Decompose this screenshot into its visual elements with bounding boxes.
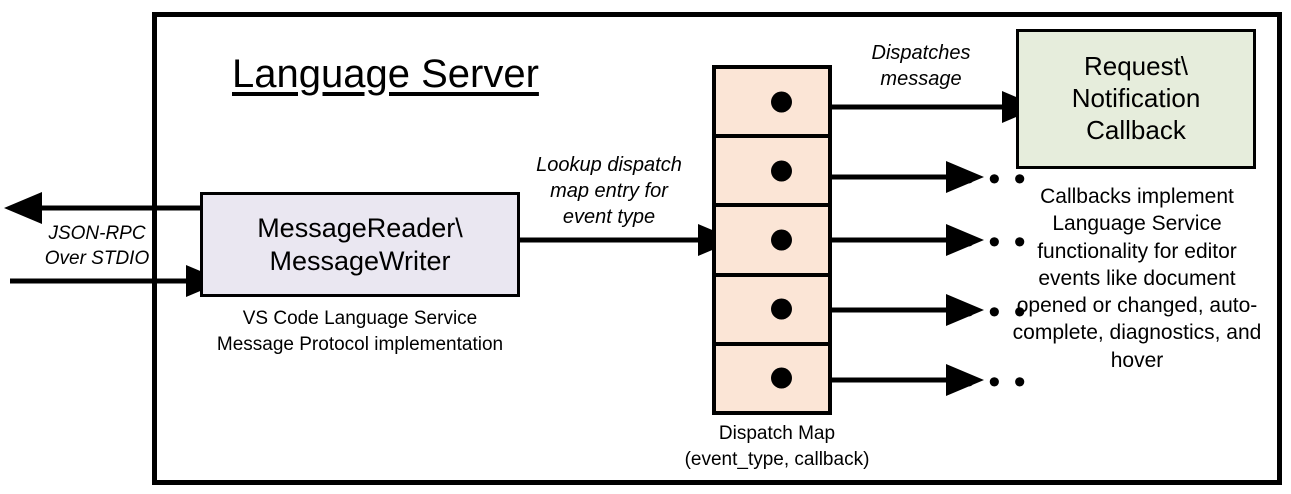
callback-dot-icon	[771, 160, 792, 182]
message-reader-writer-box[interactable]: MessageReader\ MessageWriter	[200, 192, 520, 297]
dispatch-map-caption: Dispatch Map (event_type, callback)	[684, 423, 870, 470]
request-notification-callback-box[interactable]: Request\ Notification Callback	[1016, 29, 1256, 169]
dispatches-message-edge-label: Dispatches message	[871, 42, 971, 90]
dispatch-map-table[interactable]	[712, 65, 832, 415]
language-server-boundary	[152, 12, 1282, 485]
page-title: Language Server	[232, 52, 539, 96]
callback-dot-icon	[771, 367, 792, 389]
callback-dot-icon	[771, 91, 792, 113]
callback-dot-icon	[771, 298, 792, 320]
dispatch-map-row[interactable]	[716, 277, 828, 346]
json-rpc-edge-label: JSON-RPC Over STDIO	[44, 223, 150, 269]
ellipsis-row-4: • • •	[963, 293, 1028, 331]
dispatch-map-row[interactable]	[716, 69, 828, 139]
ellipsis-row-2: • • •	[963, 160, 1028, 198]
message-reader-writer-label: MessageReader\ MessageWriter	[257, 212, 463, 276]
dispatch-map-row[interactable]	[716, 138, 828, 208]
dispatch-map-row[interactable]	[716, 346, 828, 411]
ellipsis-row-3: • • •	[963, 223, 1028, 261]
ellipsis-row-5: • • •	[963, 363, 1028, 401]
lookup-dispatch-edge-label: Lookup dispatch map entry for event type	[536, 154, 682, 228]
dispatch-map-row[interactable]	[716, 207, 828, 277]
request-notification-callback-label: Request\ Notification Callback	[1071, 51, 1201, 145]
callbacks-description-caption: Callbacks implement Language Service fun…	[1012, 185, 1262, 372]
callback-dot-icon	[771, 229, 792, 251]
message-reader-writer-caption: VS Code Language Service Message Protoco…	[216, 308, 504, 355]
